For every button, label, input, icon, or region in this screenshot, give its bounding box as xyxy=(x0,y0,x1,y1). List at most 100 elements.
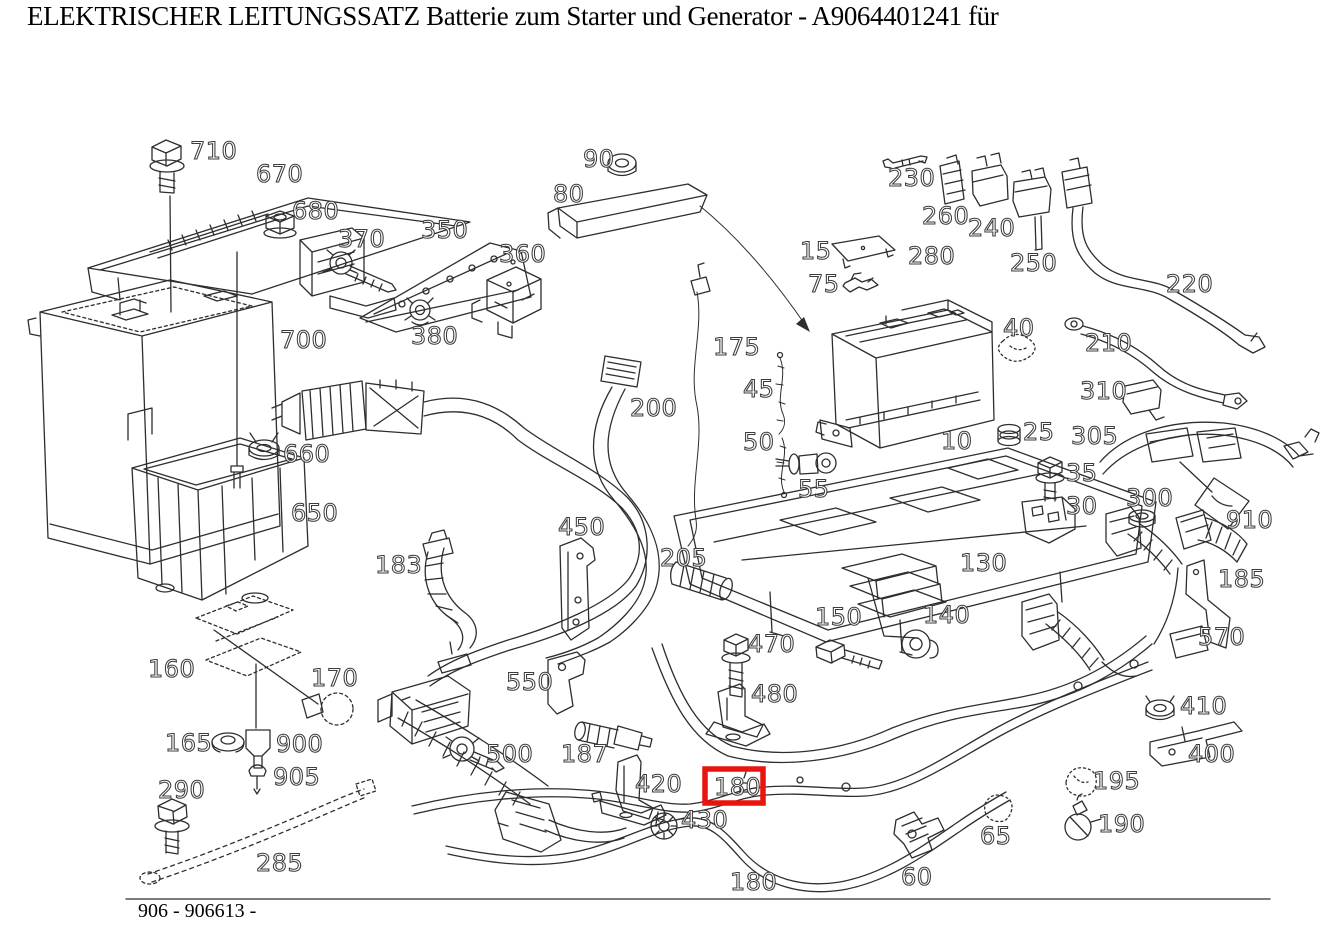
part-callout-305[interactable]: 305 xyxy=(1070,421,1118,450)
corrugated-tube-187-icon xyxy=(574,721,653,751)
part-callout-260[interactable]: 260 xyxy=(921,201,969,230)
rosette-430-icon xyxy=(650,812,685,840)
diagram-artwork xyxy=(27,139,1320,900)
part-callout-15[interactable]: 15 xyxy=(799,236,832,265)
part-callout-200[interactable]: 200 xyxy=(629,393,677,422)
corrugated-tube-205-icon xyxy=(670,561,733,601)
part-callout-180[interactable]: 180 xyxy=(729,867,777,896)
part-callout-170[interactable]: 170 xyxy=(310,663,358,692)
part-callout-360[interactable]: 360 xyxy=(498,239,546,268)
part-callout-420[interactable]: 420 xyxy=(634,769,682,798)
part-callout-450[interactable]: 450 xyxy=(557,512,605,541)
part-callout-380[interactable]: 380 xyxy=(410,321,458,350)
part-callout-30[interactable]: 30 xyxy=(1065,491,1098,520)
bracket-30-icon xyxy=(1021,496,1076,544)
part-callout-470[interactable]: 470 xyxy=(747,629,795,658)
part-callout-160[interactable]: 160 xyxy=(147,654,195,683)
bolt-150-icon xyxy=(815,639,883,670)
part-callout-285[interactable]: 285 xyxy=(255,848,303,877)
part-callout-550[interactable]: 550 xyxy=(505,667,553,696)
part-callout-90[interactable]: 90 xyxy=(582,144,615,173)
wires-45-50-icon xyxy=(775,351,788,499)
part-callout-195[interactable]: 195 xyxy=(1092,766,1140,795)
harness-bundle-cluster-icon xyxy=(377,641,627,853)
part-callout-400[interactable]: 400 xyxy=(1187,739,1235,768)
part-callout-10[interactable]: 10 xyxy=(940,426,973,455)
part-callout-55[interactable]: 55 xyxy=(797,474,830,503)
part-callout-670[interactable]: 670 xyxy=(255,159,303,188)
wire-175-icon xyxy=(687,262,711,547)
part-callout-180-selected[interactable]: 180 xyxy=(713,772,761,801)
clip-65-icon xyxy=(984,794,1013,823)
part-callout-220[interactable]: 220 xyxy=(1165,269,1213,298)
selected-part-highlight-box xyxy=(702,766,766,806)
part-callout-205[interactable]: 205 xyxy=(659,543,707,572)
clip-75-icon xyxy=(842,272,879,293)
part-callout-905[interactable]: 905 xyxy=(272,762,320,791)
part-callout-130[interactable]: 130 xyxy=(959,548,1007,577)
part-callout-230[interactable]: 230 xyxy=(887,163,935,192)
part-callout-25[interactable]: 25 xyxy=(1022,417,1055,446)
bracket-570-icon xyxy=(1169,559,1231,659)
part-callout-175[interactable]: 175 xyxy=(712,332,760,361)
nut-410-icon xyxy=(1145,695,1175,721)
connector-250-icon xyxy=(1012,167,1052,251)
bolt-470-icon xyxy=(721,633,751,698)
terminal-assembly-right-lower-icon xyxy=(1021,593,1137,678)
part-callout-210[interactable]: 210 xyxy=(1084,328,1132,357)
part-callout-190[interactable]: 190 xyxy=(1097,809,1145,838)
part-callout-45[interactable]: 45 xyxy=(742,374,775,403)
part-callout-60[interactable]: 60 xyxy=(900,862,933,891)
part-callout-660[interactable]: 660 xyxy=(282,439,330,468)
part-callout-35[interactable]: 35 xyxy=(1065,458,1098,487)
grommet-140-icon xyxy=(901,629,939,659)
part-callout-910[interactable]: 910 xyxy=(1225,505,1273,534)
part-callout-300[interactable]: 300 xyxy=(1125,483,1173,512)
main-harness-cables xyxy=(411,635,1153,893)
cable-200-icon xyxy=(545,355,660,665)
part-callout-500[interactable]: 500 xyxy=(485,739,533,768)
part-callout-165[interactable]: 165 xyxy=(164,728,212,757)
part-callout-185[interactable]: 185 xyxy=(1217,564,1265,593)
part-callout-40[interactable]: 40 xyxy=(1002,313,1035,342)
part-callout-700[interactable]: 700 xyxy=(279,325,327,354)
part-callout-187[interactable]: 187 xyxy=(560,739,608,768)
part-callout-65[interactable]: 65 xyxy=(979,821,1012,850)
part-callout-140[interactable]: 140 xyxy=(922,600,970,629)
part-callout-75[interactable]: 75 xyxy=(807,269,840,298)
part-callout-290[interactable]: 290 xyxy=(157,775,205,804)
part-callout-900[interactable]: 900 xyxy=(275,729,323,758)
bolt-290-icon xyxy=(154,798,190,855)
part-callout-680[interactable]: 680 xyxy=(291,196,339,225)
clamp-60-icon xyxy=(893,811,945,859)
part-callout-710[interactable]: 710 xyxy=(189,136,237,165)
grommet-25-icon xyxy=(997,423,1021,447)
part-callout-570[interactable]: 570 xyxy=(1197,622,1245,651)
part-callout-310[interactable]: 310 xyxy=(1079,376,1127,405)
part-callout-650[interactable]: 650 xyxy=(290,498,338,527)
nut-90-icon xyxy=(607,153,637,177)
part-callout-430[interactable]: 430 xyxy=(680,805,728,834)
battery-left-icon xyxy=(27,279,281,565)
part-callout-350[interactable]: 350 xyxy=(420,215,468,244)
terminal-185-icon xyxy=(1175,509,1248,563)
part-callout-183[interactable]: 183 xyxy=(374,550,422,579)
clip-190-icon xyxy=(1064,793,1102,841)
part-callout-50[interactable]: 50 xyxy=(742,427,775,456)
bolt-710-icon xyxy=(149,139,185,313)
bracket-400-icon xyxy=(1149,721,1243,767)
sheet-910-icon xyxy=(1194,477,1250,530)
part-callout-410[interactable]: 410 xyxy=(1179,691,1227,720)
part-callout-370[interactable]: 370 xyxy=(337,224,385,253)
part-callout-250[interactable]: 250 xyxy=(1009,248,1057,277)
plate-15-icon xyxy=(831,235,896,269)
dotted-plates-160-icon xyxy=(195,595,319,705)
part-callout-480[interactable]: 480 xyxy=(750,679,798,708)
part-callout-80[interactable]: 80 xyxy=(552,179,585,208)
part-callout-280[interactable]: 280 xyxy=(907,241,955,270)
part-callout-150[interactable]: 150 xyxy=(814,602,862,631)
pointer-arrow-icon xyxy=(699,205,810,332)
bracket-550-icon xyxy=(547,651,586,715)
part-callout-240[interactable]: 240 xyxy=(967,213,1015,242)
